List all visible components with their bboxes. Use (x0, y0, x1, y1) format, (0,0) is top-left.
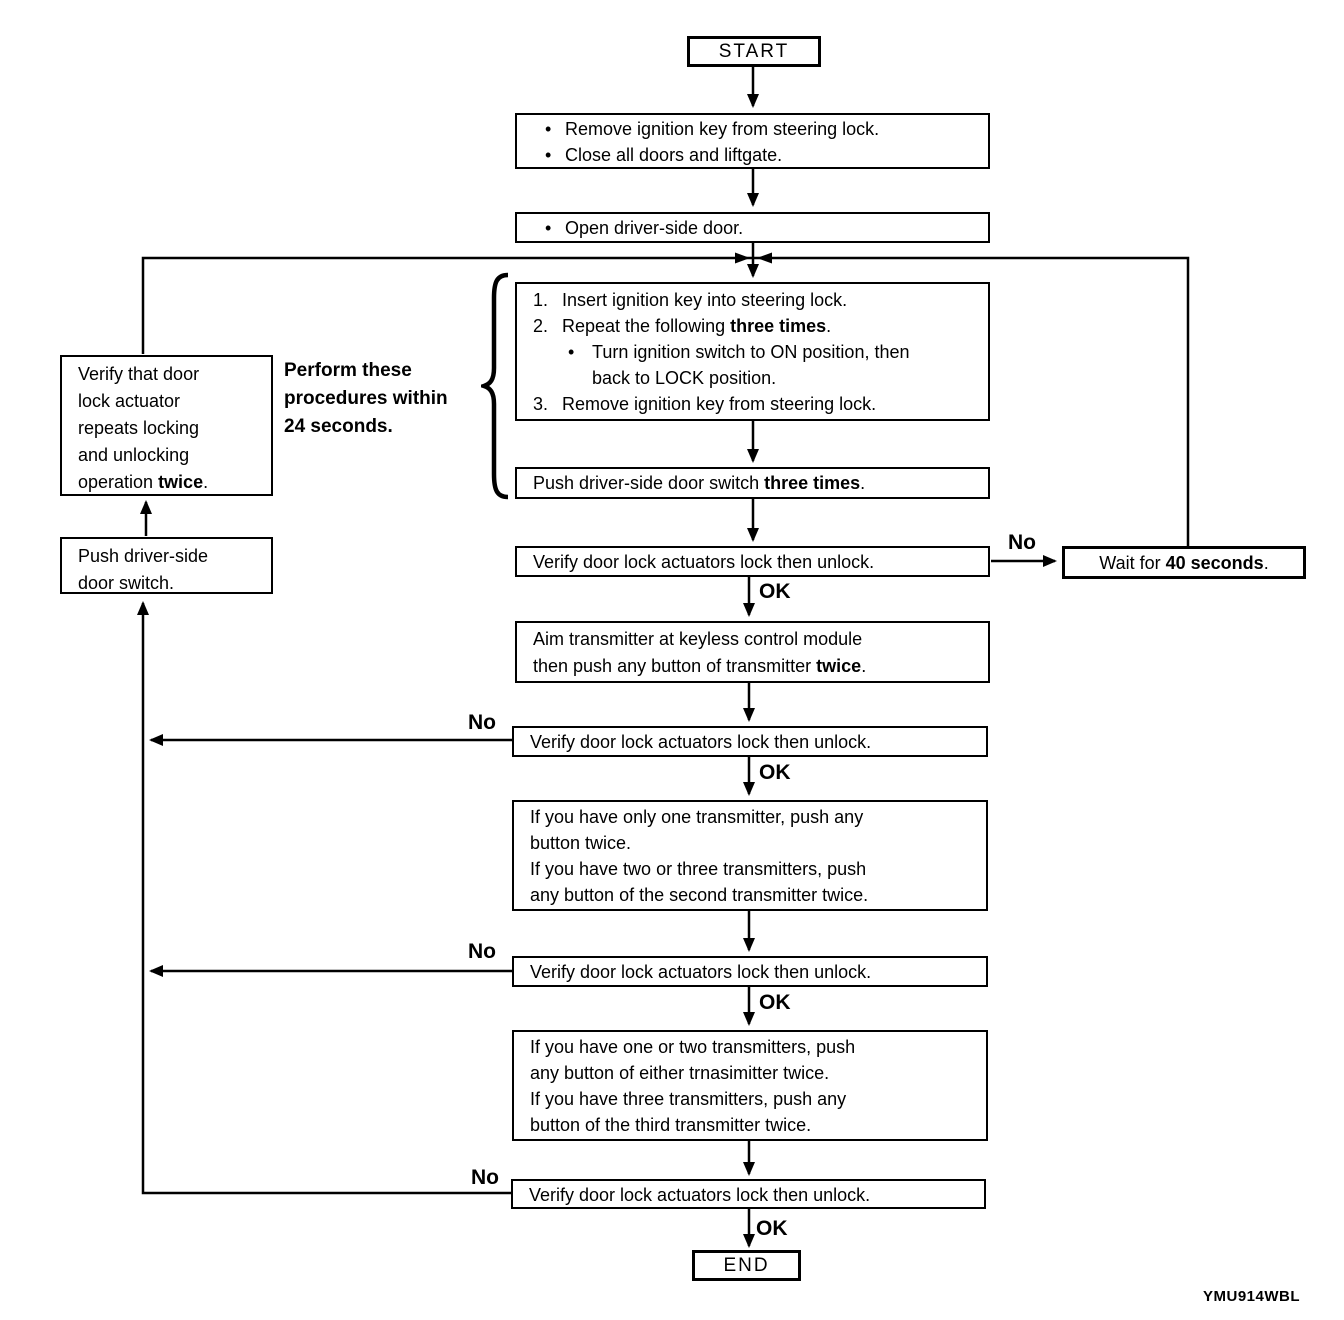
edge-label-no-3: No (468, 940, 496, 963)
step-aim-transmitter-push-twice: Aim transmitter at keyless control modul… (515, 621, 990, 683)
decision-verify-lock-unlock-4: Verify door lock actuators lock then unl… (511, 1179, 986, 1209)
edge-label-ok-1: OK (759, 580, 791, 603)
decision-verify-lock-unlock-3: Verify door lock actuators lock then unl… (512, 956, 988, 987)
step-push-door-switch-three-times: Push driver-side door switch three times… (515, 467, 990, 499)
step-remove-key-close-doors: •Remove ignition key from steering lock.… (515, 113, 990, 169)
edge-label-no-2: No (468, 711, 496, 734)
junction-arrowhead-left (735, 252, 750, 264)
step-open-driver-door: •Open driver-side door. (515, 212, 990, 243)
step-wait-40-seconds: Wait for 40 seconds. (1062, 546, 1306, 579)
junction-arrowhead-right (757, 252, 772, 264)
brace-icon (481, 272, 509, 500)
step-third-transmitter: If you have one or two transmitters, pus… (512, 1030, 988, 1141)
decision-verify-lock-unlock-1: Verify door lock actuators lock then unl… (515, 546, 990, 577)
edge-label-no-1: No (1008, 531, 1036, 554)
edge-label-ok-3: OK (759, 991, 791, 1014)
edge-label-ok-4: OK (756, 1217, 788, 1240)
step-second-transmitter: If you have only one transmitter, push a… (512, 800, 988, 911)
edge-label-no-4: No (471, 1166, 499, 1189)
end-node: END (692, 1250, 801, 1281)
loop-no-to-left-push (137, 601, 511, 1195)
edge-label-ok-2: OK (759, 761, 791, 784)
figure-code: YMU914WBL (1203, 1288, 1301, 1305)
loop-retry-24s (141, 256, 1190, 546)
decision-verify-lock-unlock-2: Verify door lock actuators lock then unl… (512, 726, 988, 757)
start-node: START (687, 36, 821, 67)
step-ignition-key-procedure: 1.Insert ignition key into steering lock… (515, 282, 990, 421)
